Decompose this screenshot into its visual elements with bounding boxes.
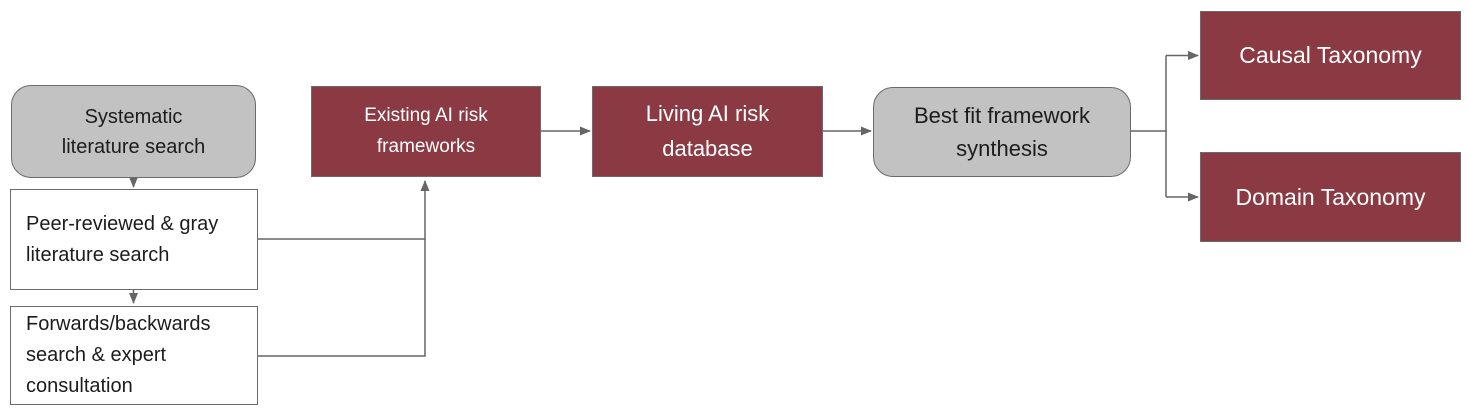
node-existing-ai-risk-frameworks: Existing AI risk frameworks xyxy=(311,86,541,177)
node-label-existing: Existing AI risk frameworks xyxy=(364,105,488,157)
node-domain-taxonomy: Domain Taxonomy xyxy=(1200,152,1461,242)
node-systematic-literature-search: Systematic literature search xyxy=(11,85,256,178)
node-label-systematic: Systematic literature search xyxy=(61,105,206,158)
node-label-bestfit: Best fit framework synthesis xyxy=(913,103,1091,161)
node-best-fit-framework-synthesis: Best fit framework synthesis xyxy=(873,87,1131,177)
node-label-forwards: Forwards/backwards search & expert consu… xyxy=(26,313,211,397)
node-causal-taxonomy: Causal Taxonomy xyxy=(1200,11,1461,100)
node-forwards-backwards-search-expert-consultation: Forwards/backwards search & expert consu… xyxy=(10,306,258,405)
node-label-causal: Causal Taxonomy xyxy=(1239,42,1422,68)
node-label-peer: Peer-reviewed & gray literature search xyxy=(26,212,219,266)
node-label-domain: Domain Taxonomy xyxy=(1235,183,1426,210)
node-label-living: Living AI risk database xyxy=(645,101,770,161)
node-peer-reviewed-gray-literature-search: Peer-reviewed & gray literature search xyxy=(10,189,258,290)
node-living-ai-risk-database: Living AI risk database xyxy=(592,86,823,177)
